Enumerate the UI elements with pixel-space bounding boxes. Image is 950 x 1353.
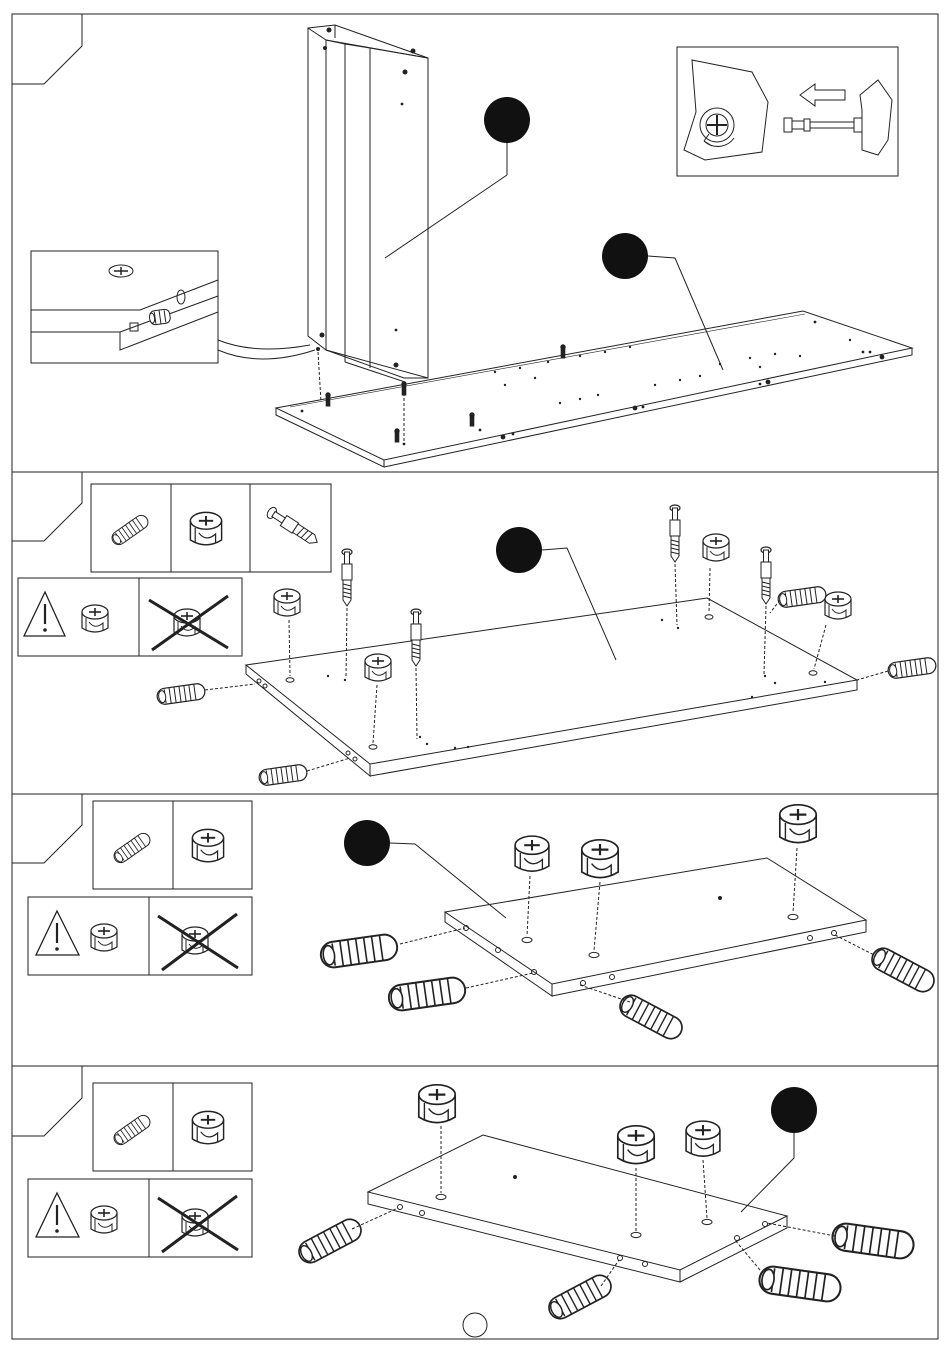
hardware-legend <box>93 1083 252 1171</box>
step-number-tab <box>12 1066 82 1136</box>
page-number <box>463 1313 488 1338</box>
part-callout <box>602 233 648 279</box>
part-callout <box>484 97 530 143</box>
step-3 <box>28 801 938 1043</box>
warning-legend <box>28 1179 252 1257</box>
shelf-panel <box>368 1135 787 1282</box>
step-number-tab <box>12 794 82 863</box>
step-2 <box>18 484 937 786</box>
shelf-panel <box>445 858 866 996</box>
side-panel <box>308 25 428 382</box>
part-callout <box>344 820 390 866</box>
step-number-tab <box>12 14 82 84</box>
step-1 <box>31 25 912 467</box>
shelf-panel <box>246 598 857 776</box>
hardware-legend <box>93 801 252 889</box>
warning-legend <box>28 897 252 975</box>
detail-inset-screwdriver <box>677 47 898 176</box>
callout-leader <box>741 1133 794 1212</box>
hardware-legend <box>91 484 331 572</box>
cam-lock-icon <box>190 512 221 544</box>
cam-lock-icon <box>192 829 223 861</box>
part-callout <box>771 1087 817 1133</box>
warning-legend <box>18 578 242 656</box>
part-callout <box>496 527 542 573</box>
step-number-tab <box>12 472 82 541</box>
step-4 <box>28 1083 915 1323</box>
detail-inset-edge <box>31 251 315 363</box>
cam-lock-icon <box>192 1111 223 1143</box>
